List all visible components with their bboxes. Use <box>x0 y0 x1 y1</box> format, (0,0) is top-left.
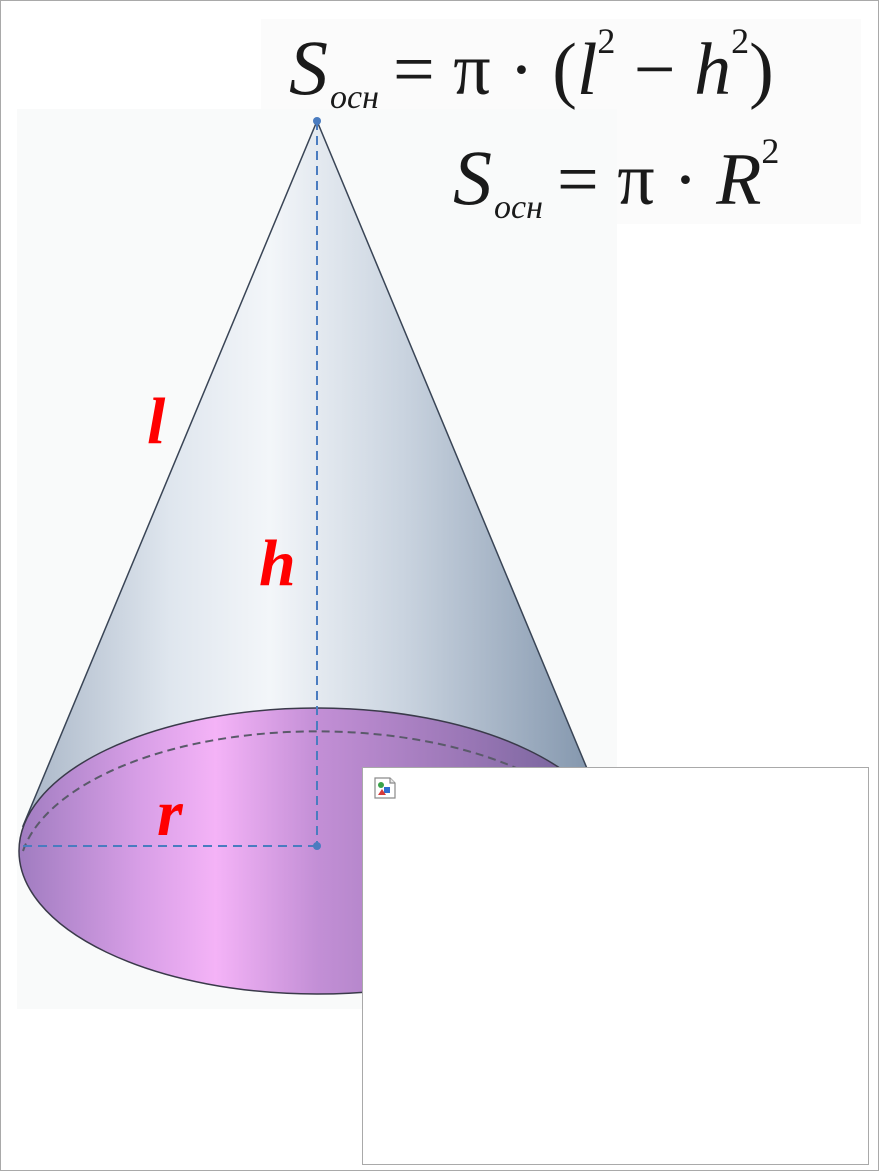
formula-subscript: осн <box>330 79 379 116</box>
formula-minus: − <box>615 29 695 111</box>
height-label: h <box>259 527 296 600</box>
formula-l: l <box>576 29 598 111</box>
formula-r: R <box>716 139 762 221</box>
formula-exp-l: 2 <box>597 21 616 61</box>
formula-h: h <box>694 29 732 111</box>
formula-subscript: осн <box>494 189 543 226</box>
formula-base-area-slant: Sосн= π · (l2 − h2) <box>289 23 774 115</box>
base-center-point <box>313 842 321 850</box>
radius-label: r <box>157 777 183 850</box>
formula-base-area-radius: Sосн = π · R2 <box>453 133 779 225</box>
formula-symbol-s: S <box>289 24 328 111</box>
apex-point <box>313 117 321 125</box>
formula-equals-pi: = π · ( <box>392 29 577 111</box>
formula-exp-r: 2 <box>761 131 780 171</box>
formula-equals-pi: = π · <box>556 139 717 221</box>
formula-close-paren: ) <box>749 29 774 111</box>
broken-image-placeholder <box>362 767 869 1165</box>
broken-image-icon <box>374 777 396 799</box>
formula-symbol-s: S <box>453 134 492 221</box>
formula-exp-h: 2 <box>731 21 750 61</box>
slant-height-label: l <box>147 385 166 458</box>
